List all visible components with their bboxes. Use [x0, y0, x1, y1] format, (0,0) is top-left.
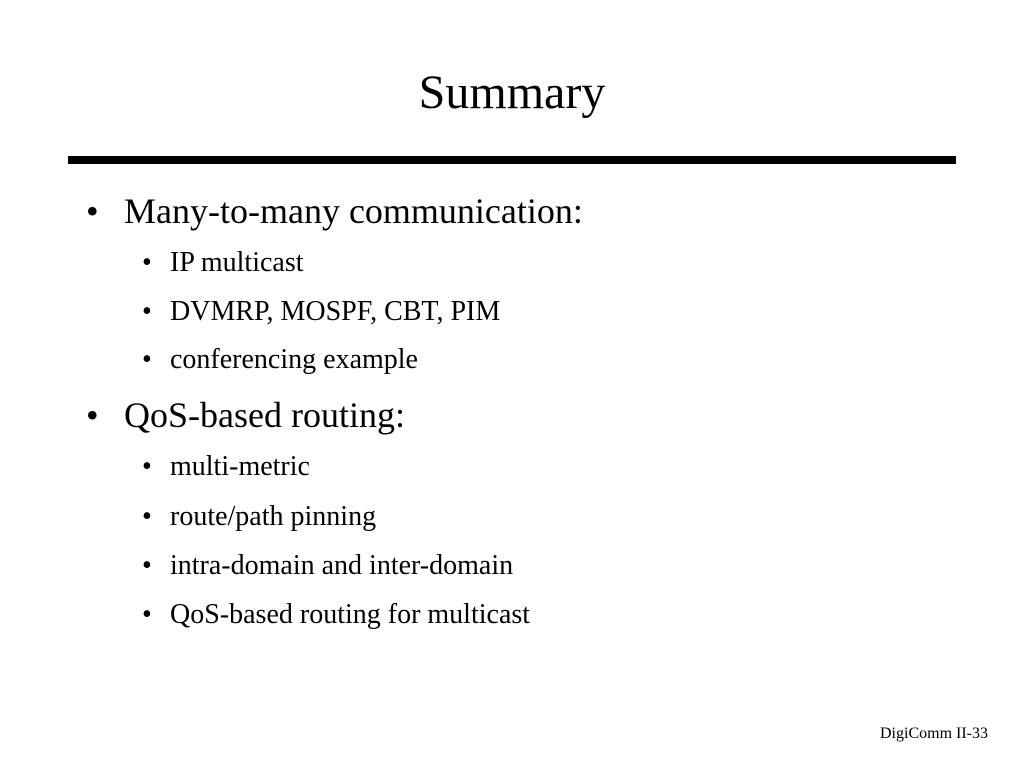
bullet-qos-routing: • QoS-based routing: — [86, 394, 405, 436]
subbullet-path-pinning: • route/path pinning — [142, 500, 376, 534]
bullet-text: DVMRP, MOSPF, CBT, PIM — [170, 296, 501, 327]
bullet-text: QoS-based routing for multicast — [170, 599, 531, 630]
subbullet-conferencing: • conferencing example — [142, 343, 418, 377]
slide-footer: DigiComm II-33 — [880, 725, 988, 742]
subbullet-ip-multicast: • IP multicast — [142, 246, 304, 280]
bullet-many-to-many: • Many-to-many communication: — [86, 190, 583, 232]
bullet-text: conferencing example — [170, 344, 418, 375]
bullet-text: Many-to-many communication: — [124, 191, 583, 231]
subbullet-protocols: • DVMRP, MOSPF, CBT, PIM — [142, 295, 500, 329]
bullet-text: IP multicast — [170, 247, 304, 278]
bullet-text: QoS-based routing: — [124, 395, 405, 435]
bullet-text: intra-domain and inter-domain — [170, 550, 514, 581]
bullet-dot: • — [142, 451, 152, 482]
bullet-text: route/path pinning — [170, 501, 377, 532]
subbullet-domains: • intra-domain and inter-domain — [142, 549, 513, 583]
title-divider — [68, 156, 956, 164]
bullet-dot: • — [142, 247, 152, 278]
bullet-text: multi-metric — [170, 451, 310, 482]
subbullet-multi-metric: • multi-metric — [142, 450, 310, 484]
bullet-dot: • — [142, 501, 152, 532]
bullet-dot: • — [142, 550, 152, 581]
bullet-dot: • — [86, 191, 99, 231]
bullet-dot: • — [142, 344, 152, 375]
bullet-dot: • — [86, 395, 99, 435]
bullet-dot: • — [142, 599, 152, 630]
bullet-dot: • — [142, 296, 152, 327]
subbullet-qos-multicast: • QoS-based routing for multicast — [142, 598, 530, 632]
slide-title: Summary — [418, 66, 606, 119]
